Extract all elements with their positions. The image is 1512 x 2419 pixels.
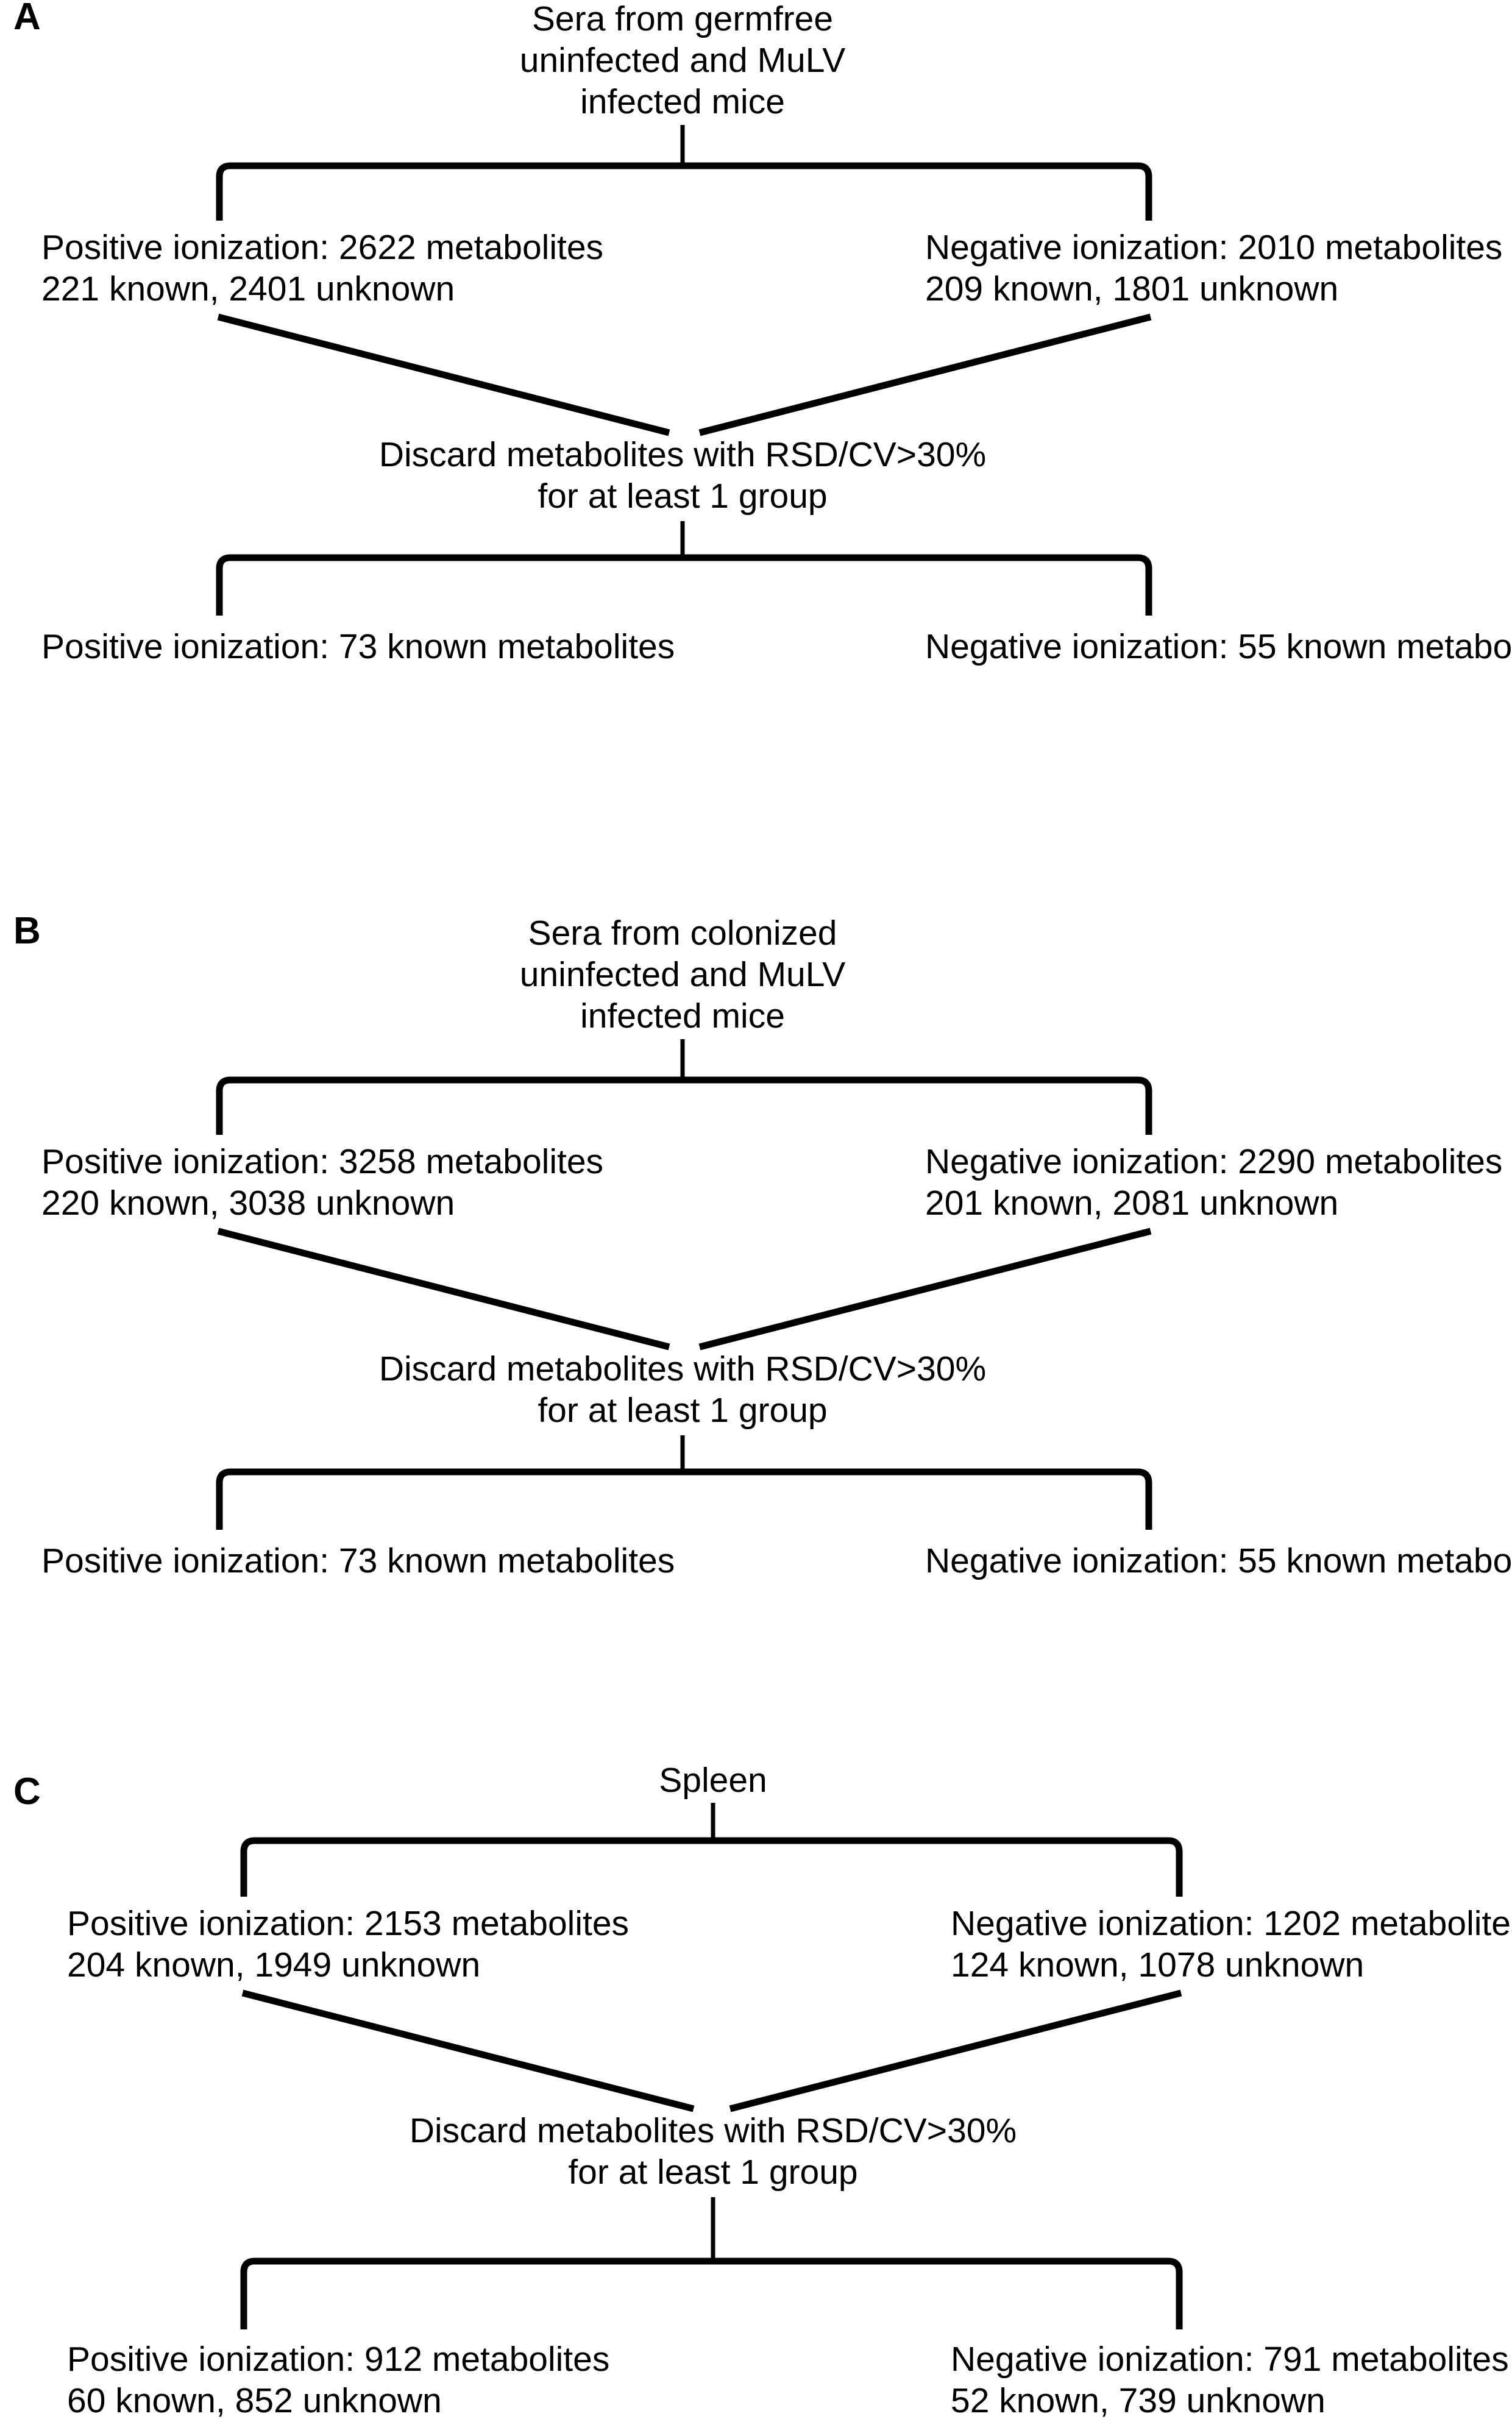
- panel-b-converge-left: [217, 1227, 670, 1351]
- panel-c-filter-line-1: Discard metabolites with RSD/CV>30%: [410, 2111, 1017, 2150]
- panel-b-filter-line-1: Discard metabolites with RSD/CV>30%: [379, 1349, 986, 1388]
- panel-a: A Sera from germfree uninfected and MuLV…: [13, 0, 1512, 666]
- panel-a-root-line-1: Sera from germfree: [532, 0, 833, 38]
- panel-a-negative-bottom-line-1: Negative ionization: 55 known metabolite…: [925, 627, 1512, 666]
- panel-b-negative-top-line-1: Negative ionization: 2290 metabolites: [925, 1142, 1502, 1181]
- panel-b-negative-top-line-2: 201 known, 2081 unknown: [925, 1184, 1338, 1223]
- panel-a-root-line-2: uninfected and MuLV: [520, 41, 846, 80]
- panel-a-negative-top-line-1: Negative ionization: 2010 metabolites: [925, 228, 1502, 267]
- panel-a-negative-top-line-2: 209 known, 1801 unknown: [925, 269, 1338, 308]
- panel-c-positive-bottom-line-2: 60 known, 852 unknown: [67, 2381, 442, 2419]
- panel-c-negative-top-line-1: Negative ionization: 1202 metabolites: [951, 1904, 1512, 1943]
- panel-b: B Sera from colonized uninfected and MuL…: [13, 910, 1512, 1580]
- panel-c-filter-line-2: for at least 1 group: [568, 2153, 857, 2192]
- panel-b-negative-bottom-line-1: Negative ionization: 55 known metabolite…: [925, 1541, 1512, 1580]
- panel-c-bottom-bracket: [240, 2257, 1183, 2329]
- panel-a-positive-top-line-2: 221 known, 2401 unknown: [41, 269, 455, 308]
- panel-a-filter-line-2: for at least 1 group: [538, 477, 827, 516]
- panel-c-negative-top-line-2: 124 known, 1078 unknown: [951, 1945, 1364, 1984]
- panel-b-converge-right: [698, 1227, 1152, 1351]
- panel-b-root-line-1: Sera from colonized: [528, 914, 837, 953]
- panel-c-positive-top-line-1: Positive ionization: 2153 metabolites: [67, 1904, 629, 1943]
- panel-a-positive-top-line-1: Positive ionization: 2622 metabolites: [41, 228, 603, 267]
- panel-a-root-line-3: infected mice: [580, 82, 785, 121]
- panel-a-converge-right: [698, 313, 1152, 436]
- panel-c-positive-bottom-line-1: Positive ionization: 912 metabolites: [67, 2340, 609, 2379]
- panel-c-letter: C: [13, 1771, 41, 1813]
- panel-b-positive-top-line-2: 220 known, 3038 unknown: [41, 1184, 455, 1223]
- panel-c-negative-bottom-line-2: 52 known, 739 unknown: [951, 2381, 1326, 2419]
- panel-c: C Spleen Positive ionization: 2153 metab…: [13, 1761, 1512, 2419]
- panel-a-letter: A: [13, 0, 41, 38]
- panel-b-bottom-bracket: [216, 1468, 1152, 1530]
- panel-a-converge-left: [217, 313, 670, 436]
- panel-a-bottom-bracket: [216, 554, 1152, 616]
- panel-b-root-line-3: infected mice: [580, 996, 785, 1035]
- panel-c-root-line-1: Spleen: [659, 1761, 767, 1800]
- panel-b-positive-bottom-line-1: Positive ionization: 73 known metabolite…: [41, 1541, 675, 1580]
- panel-a-top-bracket: [216, 162, 1152, 221]
- panel-a-positive-bottom-line-1: Positive ionization: 73 known metabolite…: [41, 627, 675, 666]
- panel-b-top-bracket: [216, 1076, 1152, 1135]
- panel-b-filter-line-2: for at least 1 group: [538, 1391, 827, 1430]
- panel-c-converge-left: [241, 1989, 695, 2112]
- panel-a-filter-line-1: Discard metabolites with RSD/CV>30%: [379, 435, 986, 474]
- panel-c-positive-top-line-2: 204 known, 1949 unknown: [67, 1945, 480, 1984]
- panel-b-positive-top-line-1: Positive ionization: 3258 metabolites: [41, 1142, 603, 1181]
- panel-c-converge-right: [729, 1989, 1182, 2112]
- panel-b-letter: B: [13, 910, 41, 952]
- panel-c-negative-bottom-line-1: Negative ionization: 791 metabolites: [951, 2340, 1509, 2379]
- panel-c-top-bracket: [240, 1837, 1183, 1897]
- panel-b-root-line-2: uninfected and MuLV: [520, 955, 846, 994]
